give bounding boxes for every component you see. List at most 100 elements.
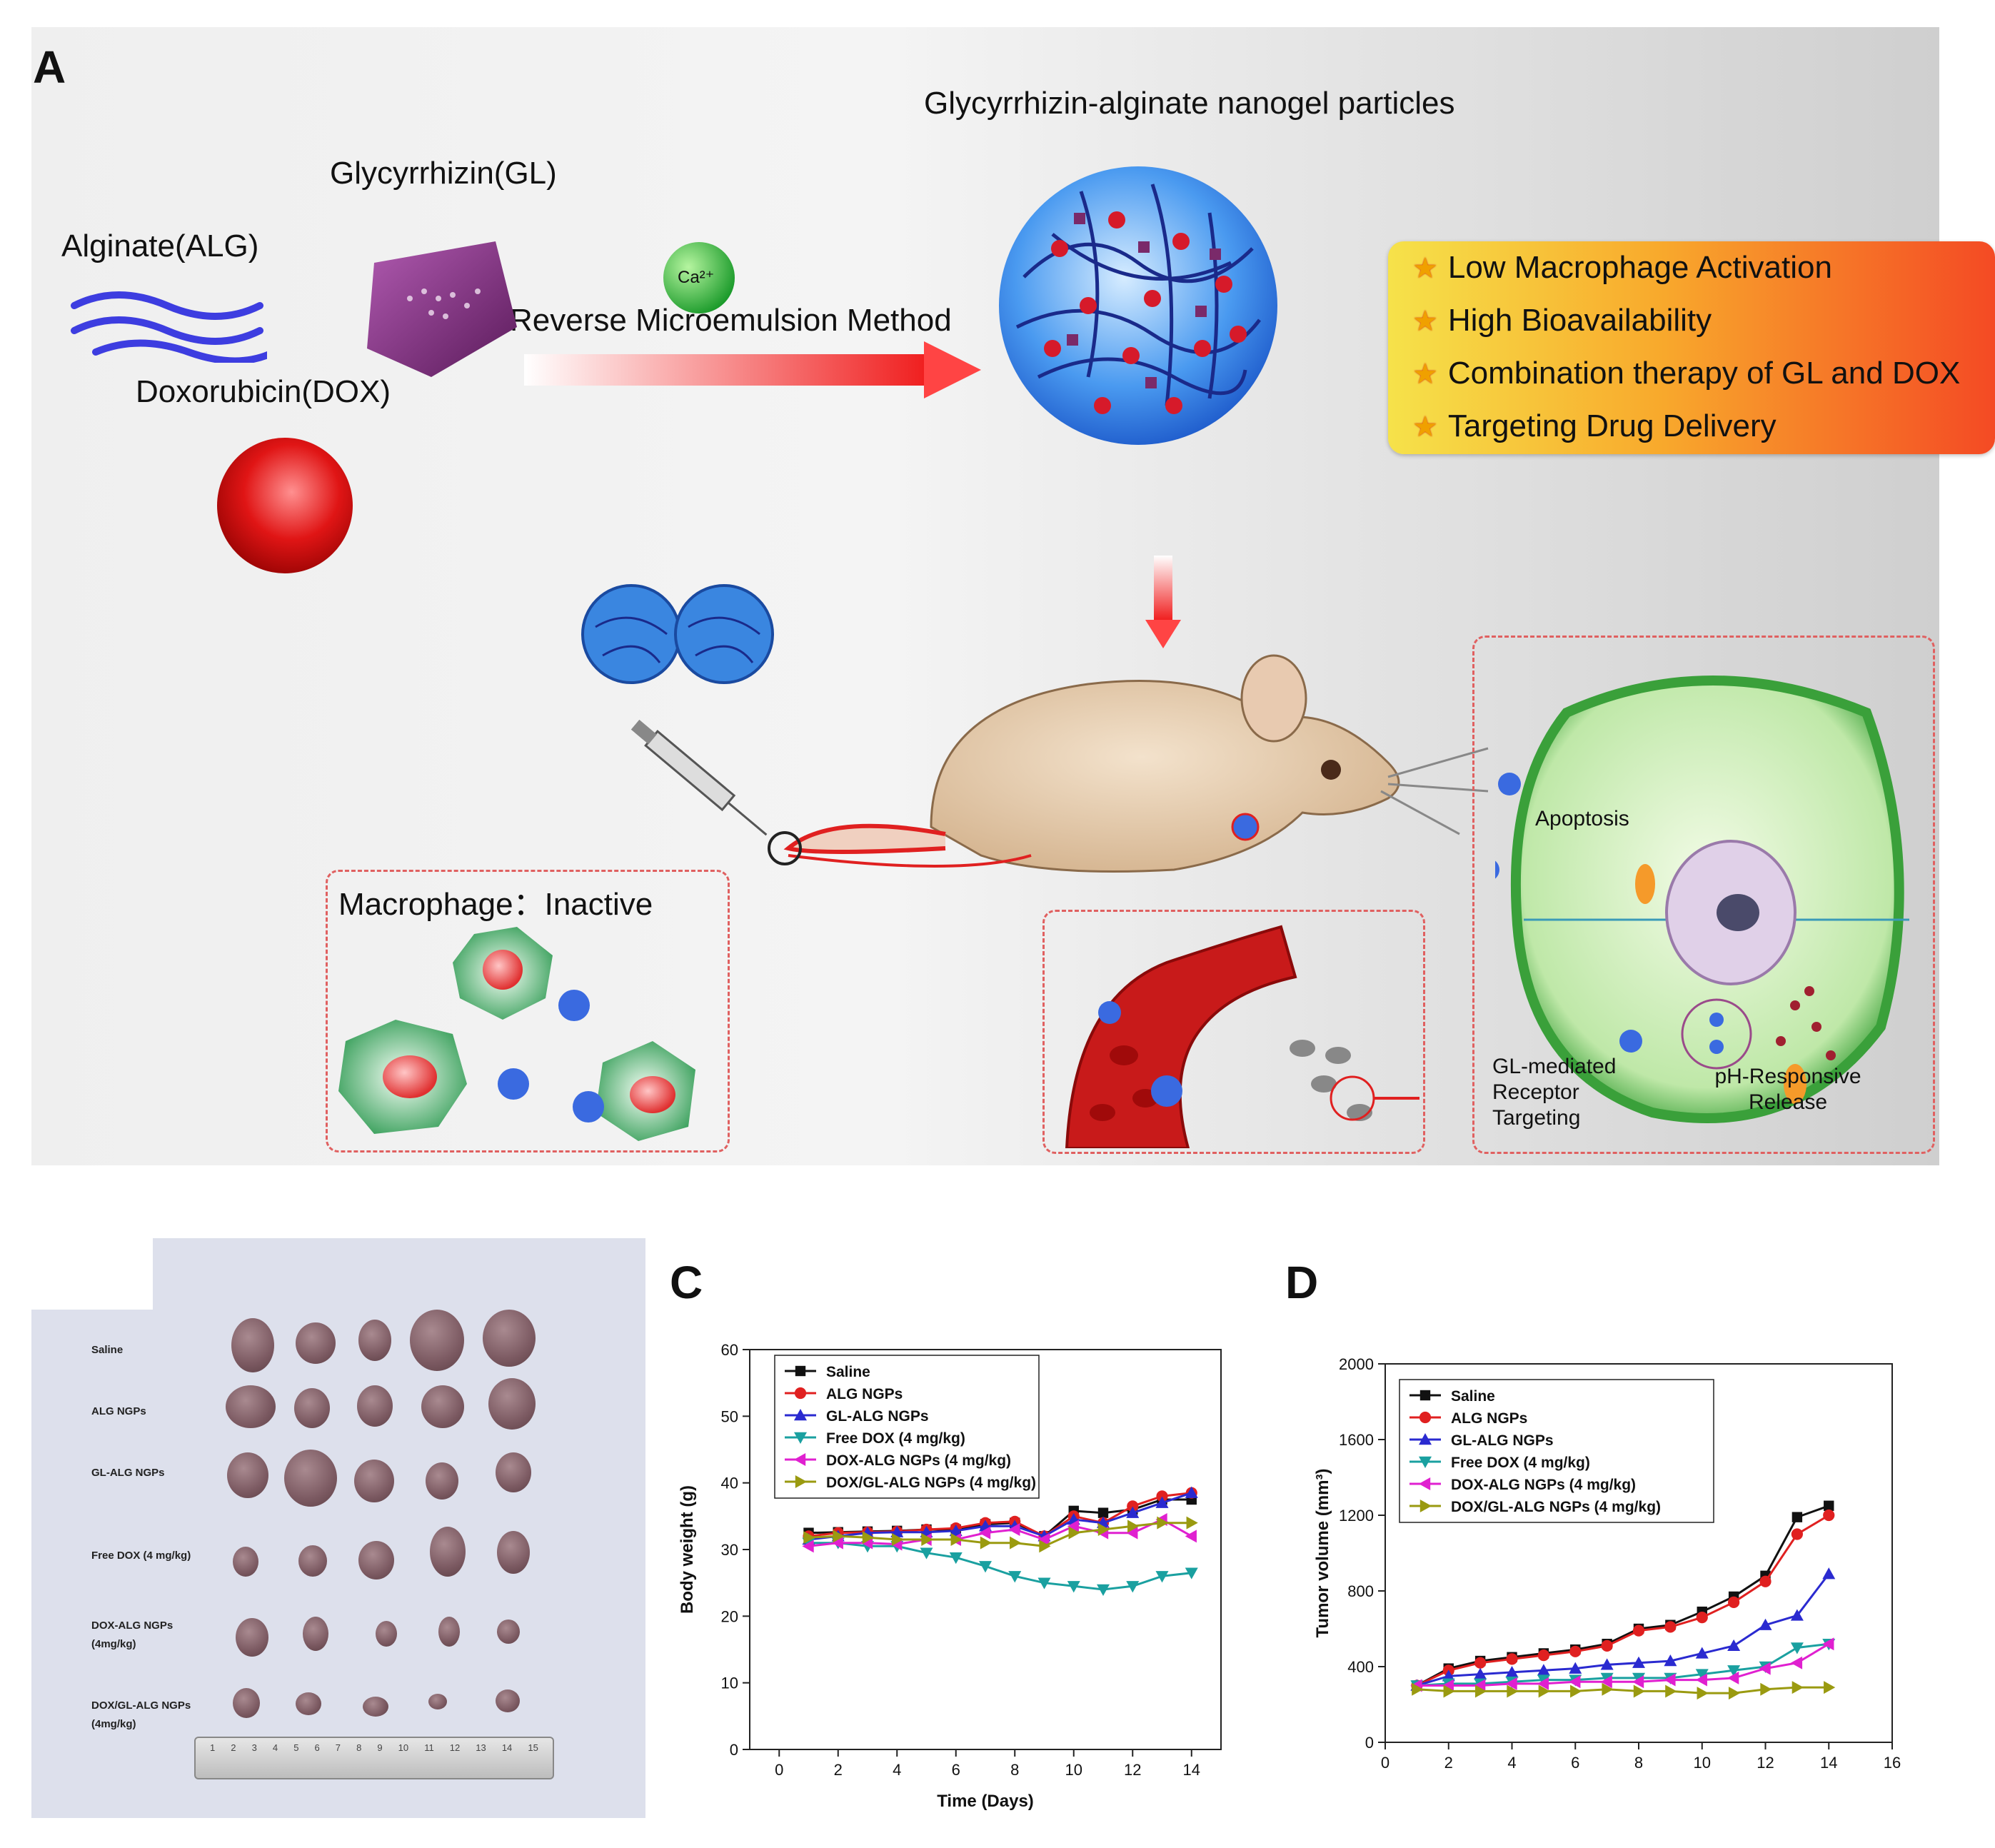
tumor-row-label: Free DOX (4 mg/kg) bbox=[91, 1550, 191, 1562]
macrophage-cells-icon bbox=[338, 927, 695, 1141]
data-point bbox=[1097, 1523, 1110, 1536]
data-point bbox=[795, 1365, 806, 1377]
data-point bbox=[795, 1475, 807, 1488]
y-axis-label: Tumor volume (mm³) bbox=[1313, 1469, 1332, 1638]
x-tick-label: 2 bbox=[1444, 1754, 1453, 1772]
data-point bbox=[979, 1526, 991, 1540]
data-point bbox=[1759, 1575, 1772, 1587]
tumor-sample bbox=[376, 1621, 397, 1647]
data-point bbox=[1008, 1571, 1022, 1583]
tumor-sample bbox=[233, 1547, 258, 1577]
star-icon: ★ bbox=[1412, 306, 1438, 337]
x-tick-label: 14 bbox=[1820, 1754, 1837, 1772]
data-point bbox=[1632, 1656, 1645, 1668]
data-point bbox=[1824, 1500, 1834, 1511]
ph-release-label: pH-Responsive Release bbox=[1714, 1065, 1861, 1114]
blood-vessel-icon bbox=[1065, 925, 1419, 1148]
data-point bbox=[1126, 1506, 1140, 1518]
tumor-cell-icon bbox=[1495, 676, 1909, 1123]
data-point bbox=[1097, 1584, 1110, 1596]
data-point bbox=[1185, 1486, 1198, 1498]
data-point bbox=[1601, 1639, 1613, 1652]
legend-label: DOX-ALG NGPs (4 mg/kg) bbox=[1451, 1477, 1636, 1493]
feature-item: ★High Bioavailability bbox=[1412, 303, 1712, 338]
data-point bbox=[1600, 1675, 1612, 1689]
ruler: 1 2 3 4 5 6 7 8 9 10 11 12 13 14 15 bbox=[194, 1737, 554, 1779]
data-point bbox=[1186, 1516, 1198, 1530]
down-arrow-icon bbox=[1145, 556, 1181, 648]
glycyrrhizin-molecule-icon bbox=[367, 241, 517, 377]
data-point bbox=[1790, 1656, 1803, 1669]
data-point bbox=[1419, 1411, 1432, 1424]
tumor-sample bbox=[298, 1545, 327, 1577]
data-point bbox=[1569, 1645, 1582, 1657]
series-line bbox=[808, 1492, 1192, 1541]
data-point bbox=[1419, 1433, 1432, 1445]
data-point bbox=[892, 1533, 904, 1546]
ruler-tick: 15 bbox=[528, 1742, 538, 1753]
y-tick-label: 1200 bbox=[1339, 1507, 1374, 1525]
data-point bbox=[1823, 1509, 1835, 1522]
data-point bbox=[1632, 1675, 1644, 1689]
photo-corner-mask bbox=[31, 1238, 153, 1310]
y-tick-label: 10 bbox=[721, 1674, 738, 1692]
data-point bbox=[1664, 1673, 1676, 1687]
feature-item: ★Targeting Drug Delivery bbox=[1412, 408, 1777, 444]
x-tick-label: 10 bbox=[1065, 1761, 1082, 1779]
data-point bbox=[1155, 1496, 1169, 1508]
feature-label: Low Macrophage Activation bbox=[1447, 250, 1832, 285]
x-tick-label: 10 bbox=[1694, 1754, 1711, 1772]
data-point bbox=[1696, 1612, 1708, 1624]
legend-label: Free DOX (4 mg/kg) bbox=[826, 1430, 965, 1447]
tumor-sample bbox=[226, 1385, 276, 1428]
data-point bbox=[1824, 1681, 1836, 1694]
x-tick-label: 0 bbox=[775, 1761, 783, 1779]
x-tick-label: 14 bbox=[1183, 1761, 1200, 1779]
alginate-label: Alginate(ALG) bbox=[61, 229, 259, 263]
data-point bbox=[802, 1540, 814, 1553]
ruler-tick: 4 bbox=[272, 1742, 278, 1753]
data-point bbox=[1790, 1609, 1804, 1621]
data-point bbox=[1790, 1642, 1804, 1654]
ruler-ticks: 1 2 3 4 5 6 7 8 9 10 11 12 13 14 15 bbox=[210, 1742, 538, 1774]
data-point bbox=[1602, 1682, 1614, 1696]
tumor-sample bbox=[438, 1617, 460, 1647]
data-point bbox=[1068, 1526, 1080, 1540]
tumor-sample bbox=[410, 1310, 464, 1371]
x-tick-label: 0 bbox=[1381, 1754, 1390, 1772]
data-point bbox=[1570, 1684, 1582, 1698]
ruler-tick: 6 bbox=[314, 1742, 320, 1753]
data-point bbox=[1067, 1520, 1079, 1533]
calcium-ion-icon bbox=[663, 242, 735, 313]
y-tick-label: 0 bbox=[730, 1741, 738, 1759]
data-point bbox=[794, 1387, 807, 1400]
x-tick-label: 12 bbox=[1757, 1754, 1774, 1772]
data-point bbox=[1759, 1662, 1771, 1675]
data-point bbox=[1037, 1533, 1050, 1546]
y-tick-label: 50 bbox=[721, 1407, 738, 1425]
data-point bbox=[1010, 1536, 1022, 1550]
macrophage-label: Macrophage：Inactive bbox=[338, 887, 653, 922]
feature-label: Targeting Drug Delivery bbox=[1447, 408, 1777, 443]
data-point bbox=[1419, 1456, 1432, 1468]
legend-label: Saline bbox=[1451, 1388, 1495, 1405]
x-tick-label: 8 bbox=[1634, 1754, 1643, 1772]
series-line bbox=[1417, 1642, 1830, 1687]
data-point bbox=[1664, 1621, 1677, 1633]
data-point bbox=[1185, 1530, 1197, 1543]
data-point bbox=[1008, 1523, 1020, 1536]
data-point bbox=[1822, 1637, 1834, 1651]
tumor-sample bbox=[496, 1689, 520, 1712]
data-point bbox=[1569, 1662, 1582, 1674]
process-arrow-icon bbox=[524, 341, 981, 398]
legend-label: DOX/GL-ALG NGPs (4 mg/kg) bbox=[1451, 1499, 1661, 1515]
tumor-row-label: DOX/GL-ALG NGPs (4mg/kg) bbox=[91, 1699, 191, 1730]
tumor-sample bbox=[496, 1452, 531, 1492]
data-point bbox=[1412, 1682, 1424, 1696]
blood-vessel-box bbox=[1042, 910, 1425, 1154]
ruler-tick: 3 bbox=[251, 1742, 257, 1753]
feature-item: ★Combination therapy of GL and DOX bbox=[1412, 356, 1960, 391]
tumor-sample bbox=[421, 1385, 464, 1428]
data-point bbox=[1537, 1649, 1549, 1662]
